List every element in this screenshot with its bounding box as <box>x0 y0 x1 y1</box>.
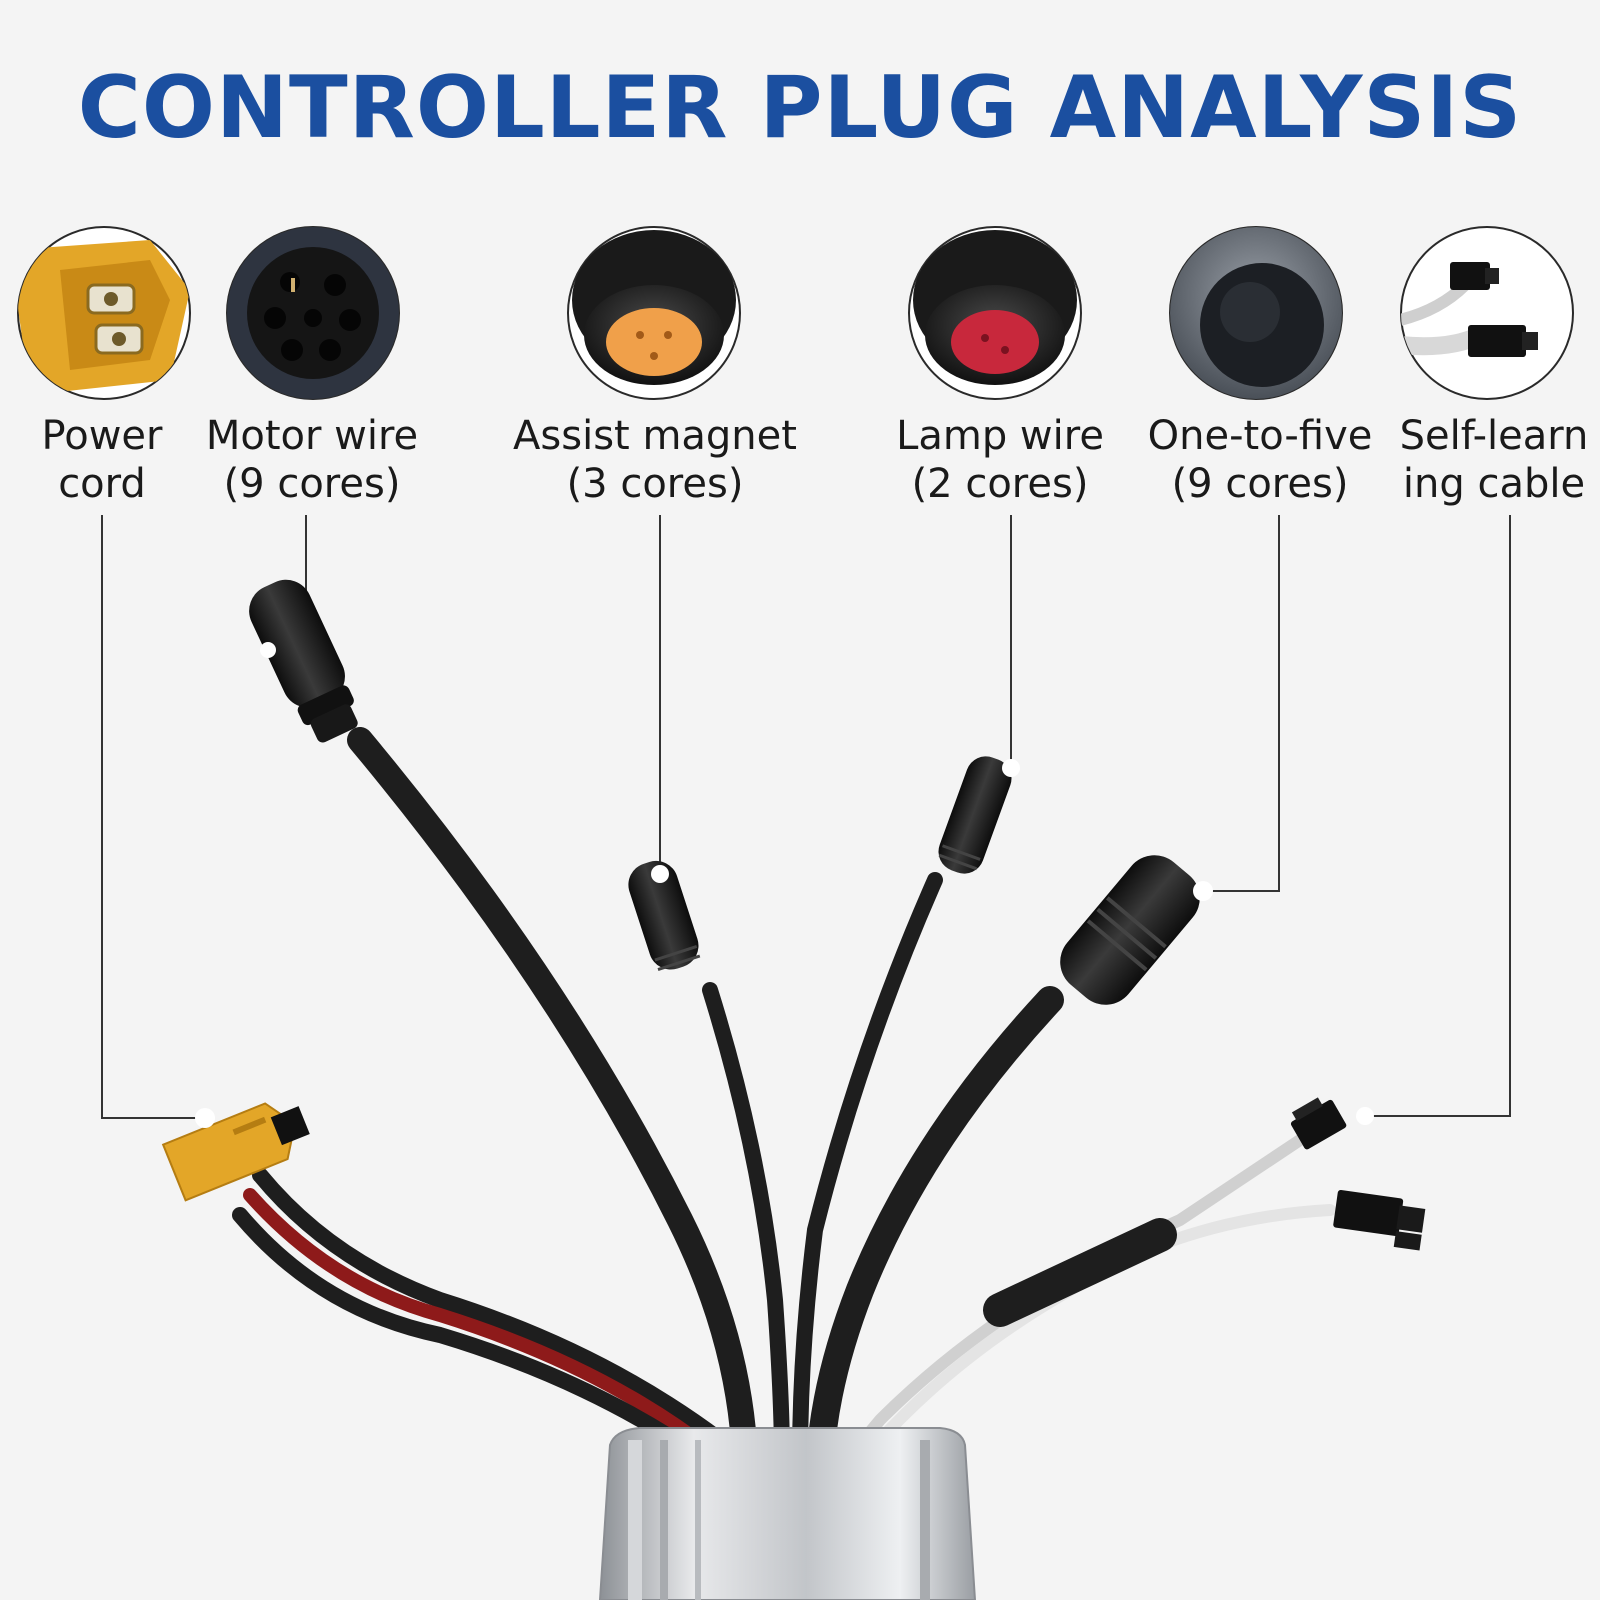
label-line-2: (3 cores) <box>566 461 744 507</box>
label-line-1: Self-learn <box>1399 413 1589 459</box>
controller-housing <box>598 1427 977 1600</box>
lamp-2-pin-connector-icon <box>908 226 1082 400</box>
assist-plug-body <box>628 860 701 972</box>
motor-cable <box>347 727 758 1473</box>
motor-9-pin-connector-icon <box>226 226 400 400</box>
label-motor-wire: Motor wire (9 cores) <box>196 412 428 508</box>
label-assist-magnet: Assist magnet (3 cores) <box>500 412 810 508</box>
label-self-learning: Self-learn ing cable <box>1392 412 1596 508</box>
power-black-wire <box>252 1167 728 1448</box>
power-xt60-plug-body <box>161 1102 310 1202</box>
self-learning-sleeve <box>983 1218 1177 1327</box>
lamp-cable <box>792 872 943 1468</box>
leader-line-power <box>101 515 205 1119</box>
label-line-1: Lamp wire <box>896 413 1104 459</box>
label-line-2: cord <box>58 461 146 507</box>
assist-magnet-3-pin-connector-icon <box>567 226 741 400</box>
leader-line-self-learning <box>1365 515 1511 1117</box>
label-line-1: One-to-five <box>1147 413 1373 459</box>
one-to-five-9-pin-connector-icon <box>1169 226 1343 400</box>
one-to-five-plug-body <box>1060 855 1213 1005</box>
xt60-yellow-plug-icon <box>17 226 191 400</box>
label-line-2: (2 cores) <box>911 461 1089 507</box>
power-red-wire <box>243 1188 717 1457</box>
label-line-1: Assist magnet <box>513 413 797 459</box>
label-one-to-five: One-to-five (9 cores) <box>1140 412 1380 508</box>
label-power-cord: Power cord <box>22 412 182 508</box>
assist-cable <box>702 982 790 1468</box>
label-line-2: ing cable <box>1402 461 1586 507</box>
page-title: CONTROLLER PLUG ANALYSIS <box>77 58 1523 158</box>
lamp-plug-body <box>938 756 1020 874</box>
self-learning-connectors <box>1290 1097 1426 1251</box>
leader-lines <box>101 515 1511 1119</box>
label-line-2: (9 cores) <box>1171 461 1349 507</box>
one-to-five-cable <box>806 986 1064 1474</box>
self-learning-2-pin-connector-icon <box>1400 226 1574 400</box>
power-black-wire-2 <box>232 1207 713 1468</box>
label-line-1: Power <box>41 413 163 459</box>
label-line-1: Motor wire <box>205 413 419 459</box>
leader-line-one-to-five <box>1203 515 1280 892</box>
cables <box>232 727 1336 1474</box>
motor-plug-body <box>249 579 358 743</box>
label-lamp-wire: Lamp wire (2 cores) <box>880 412 1120 508</box>
label-line-2: (9 cores) <box>223 461 401 507</box>
